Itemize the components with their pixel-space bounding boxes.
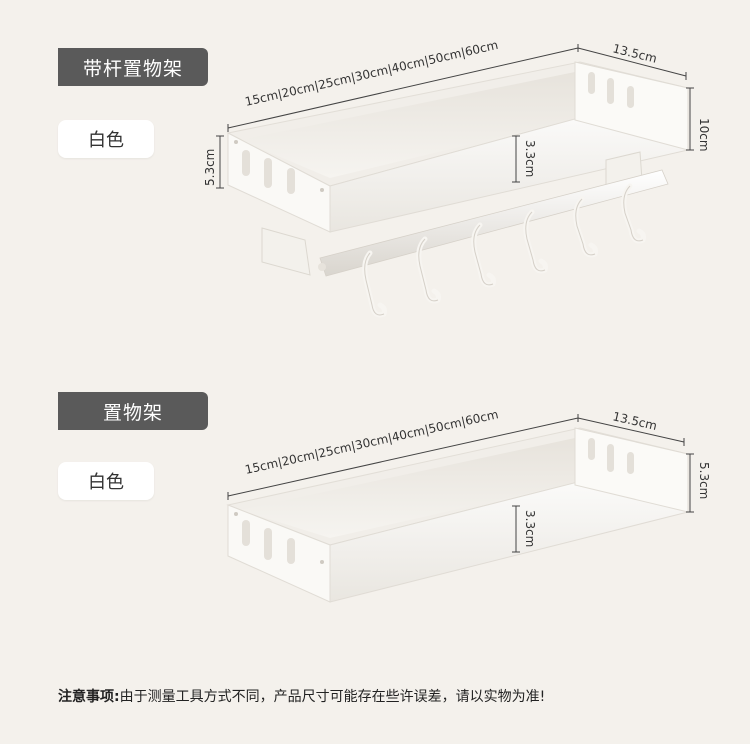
notice-title: 注意事项: (58, 689, 120, 705)
notice: 注意事项:由于测量工具方式不同，产品尺寸可能存在些许误差，请以实物为准! (58, 686, 545, 706)
product2-color-chip[interactable]: 白色 (58, 462, 154, 500)
product2-dimension-lines (227, 414, 694, 553)
product1-depth-label: 13.5cm (611, 41, 658, 65)
shelf-with-rod (226, 61, 689, 318)
product1-dimension-lines (216, 44, 694, 189)
product2-tag: 置物架 (58, 392, 208, 430)
product1-tag: 带杆置物架 (58, 48, 208, 86)
product2-depth-label: 13.5cm (611, 409, 658, 433)
product1-inner-label: 3.3cm (523, 140, 537, 177)
product1-color-chip[interactable]: 白色 (58, 120, 154, 158)
product1-side-label: 5.3cm (203, 149, 217, 186)
product2-inner-label: 3.3cm (523, 510, 537, 547)
notice-text: 由于测量工具方式不同，产品尺寸可能存在些许误差，请以实物为准! (119, 689, 546, 705)
shelf-plain (226, 427, 689, 603)
product1-height-label: 10cm (697, 118, 711, 152)
product2-height-label: 5.3cm (697, 462, 711, 499)
